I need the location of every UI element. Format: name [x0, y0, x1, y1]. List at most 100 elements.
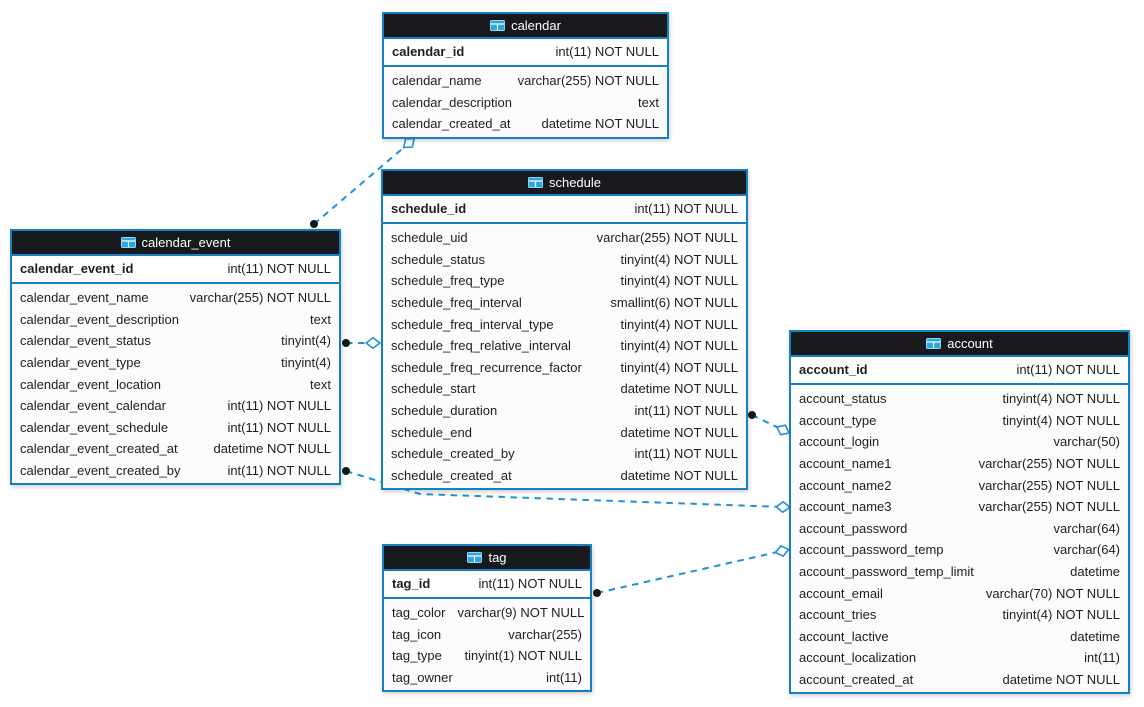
column-name: schedule_created_by	[391, 446, 515, 462]
table-title: tag	[488, 550, 507, 565]
table-title: account	[947, 336, 993, 351]
table-title: calendar	[511, 18, 561, 33]
table-header[interactable]: account	[791, 332, 1128, 357]
table-icon	[467, 552, 483, 563]
primary-key-name: schedule_id	[391, 201, 467, 216]
table-title: calendar_event	[141, 235, 231, 250]
column-name: account_type	[799, 412, 877, 428]
table-header[interactable]: calendar_event	[12, 231, 339, 256]
table-calendar_event[interactable]: calendar_event calendar_event_id int(11)…	[10, 229, 341, 486]
primary-key-row[interactable]: account_id int(11) NOT NULL	[791, 357, 1128, 385]
primary-key-row[interactable]: calendar_id int(11) NOT NULL	[384, 39, 667, 67]
column-name: calendar_event_name	[20, 290, 149, 306]
relationship-calendar_event-to-schedule[interactable]	[342, 336, 382, 350]
column-row[interactable]: account_name1 varchar(255) NOT NULL	[791, 453, 1128, 475]
primary-key-row[interactable]: schedule_id int(11) NOT NULL	[383, 196, 746, 224]
primary-key-row[interactable]: calendar_event_id int(11) NOT NULL	[12, 256, 339, 284]
table-calendar[interactable]: calendar calendar_id int(11) NOT NULL ca…	[382, 12, 669, 139]
relationship-diamond-endpoint	[774, 544, 790, 558]
column-type: varchar(50)	[1053, 434, 1120, 450]
column-name: tag_icon	[392, 626, 442, 642]
table-header[interactable]: calendar	[384, 14, 667, 39]
column-type: text	[638, 94, 659, 110]
column-row[interactable]: calendar_description text	[384, 92, 667, 114]
relationship-line[interactable]	[313, 142, 410, 225]
table-schedule[interactable]: schedule schedule_id int(11) NOT NULL sc…	[381, 169, 748, 491]
column-row[interactable]: calendar_created_at datetime NOT NULL	[384, 113, 667, 135]
column-name: calendar_event_type	[20, 355, 141, 371]
relationship-calendar_event-to-account[interactable]	[342, 467, 792, 514]
column-name: calendar_created_at	[392, 116, 511, 132]
column-name: account_password	[799, 520, 908, 536]
primary-key-row[interactable]: tag_id int(11) NOT NULL	[384, 571, 590, 599]
column-type: smallint(6) NOT NULL	[610, 295, 738, 311]
relationship-schedule-to-account[interactable]	[748, 411, 791, 436]
column-type: varchar(255) NOT NULL	[978, 456, 1120, 472]
relationship-line[interactable]	[596, 550, 783, 594]
relationship-line[interactable]	[345, 470, 784, 508]
column-type: text	[310, 311, 331, 327]
column-type: datetime NOT NULL	[1002, 672, 1120, 688]
column-name: calendar_description	[392, 94, 512, 110]
relationship-tag-to-account[interactable]	[593, 544, 790, 597]
relationship-dot-endpoint	[342, 467, 350, 475]
table-header[interactable]: schedule	[383, 171, 746, 196]
column-name: account_name1	[799, 456, 892, 472]
column-name: account_name3	[799, 499, 892, 515]
column-type: varchar(64)	[1053, 542, 1120, 558]
column-name: calendar_event_schedule	[20, 419, 169, 435]
relationship-calendar_event-to-calendar[interactable]	[310, 137, 416, 228]
table-header[interactable]: tag	[384, 546, 590, 571]
primary-key-type: int(11) NOT NULL	[478, 576, 582, 591]
column-type: datetime NOT NULL	[541, 116, 659, 132]
table-account[interactable]: account account_id int(11) NOT NULL acco…	[789, 330, 1130, 695]
table-icon	[926, 338, 942, 349]
column-name: calendar_event_created_by	[20, 463, 181, 479]
column-name: schedule_uid	[391, 230, 468, 246]
column-name: schedule_end	[391, 424, 472, 440]
